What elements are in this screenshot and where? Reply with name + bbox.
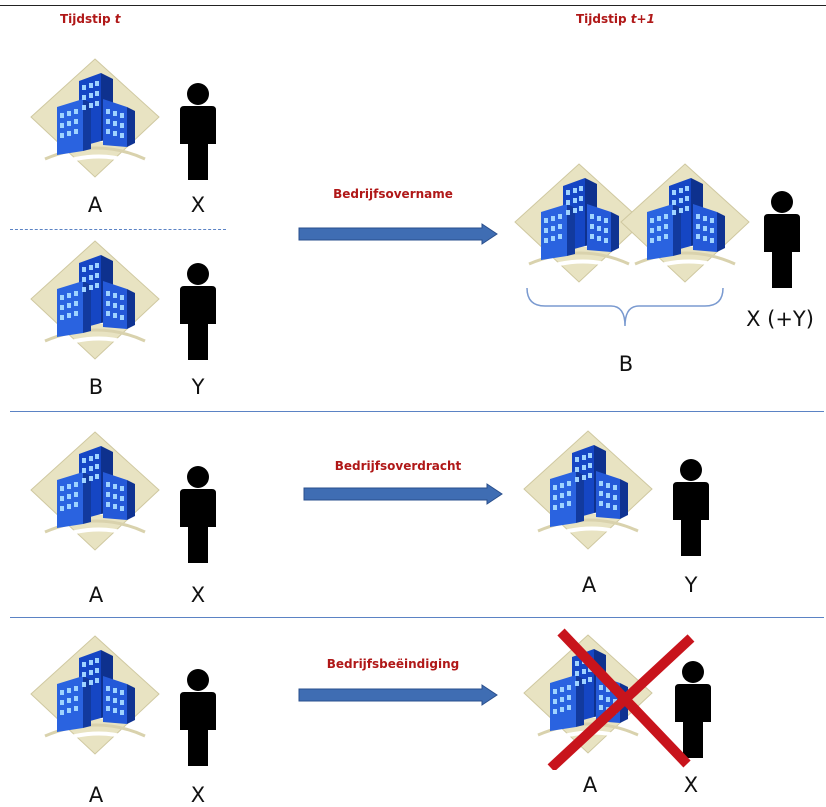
company-building-icon (27, 237, 163, 367)
header-t1-prefix: Tijdstip (576, 12, 631, 26)
company-label: A (88, 783, 104, 807)
person-icon (176, 82, 220, 182)
curly-brace-icon (526, 287, 724, 327)
person-icon (669, 458, 713, 558)
person-label: Y (191, 375, 205, 399)
person-icon (760, 190, 804, 290)
company-building-icon (27, 55, 163, 185)
company-building-icon (520, 427, 656, 557)
header-t1-var: t+1 (630, 12, 655, 26)
right-arrow-icon (298, 223, 498, 245)
person-label: X (190, 783, 206, 807)
person-icon (176, 465, 220, 565)
company-label: A (88, 583, 104, 607)
person-label: X (190, 193, 206, 217)
process-label-transfer: Bedrijfsoverdracht (334, 459, 462, 473)
right-arrow-icon (298, 684, 498, 706)
process-label-termination: Bedrijfsbeëindiging (326, 657, 460, 671)
cross-out-icon (547, 628, 695, 770)
process-label-takeover: Bedrijfsovername (333, 187, 453, 201)
section-divider (10, 411, 824, 412)
company-label: A (581, 573, 597, 597)
header-t-var: t (114, 12, 121, 26)
company-label: A (87, 193, 103, 217)
person-icon (176, 262, 220, 362)
dashed-divider (10, 229, 226, 230)
person-icon (176, 668, 220, 768)
person-label: X (683, 773, 699, 797)
company-label: B (88, 375, 104, 399)
company-building-icon (27, 428, 163, 558)
header-t-prefix: Tijdstip (60, 12, 115, 26)
company-label: B (618, 352, 634, 376)
right-arrow-icon (303, 483, 503, 505)
section-divider (10, 617, 824, 618)
header-time-t-plus-1: Tijdstip t+1 (576, 12, 655, 26)
person-label: X (+Y) (746, 307, 814, 331)
company-building-icon (27, 632, 163, 762)
company-building-icon (617, 160, 753, 290)
company-label: A (582, 773, 598, 797)
person-label: Y (684, 573, 698, 597)
header-time-t: Tijdstip t (60, 12, 121, 26)
person-label: X (190, 583, 206, 607)
top-border (0, 5, 826, 6)
